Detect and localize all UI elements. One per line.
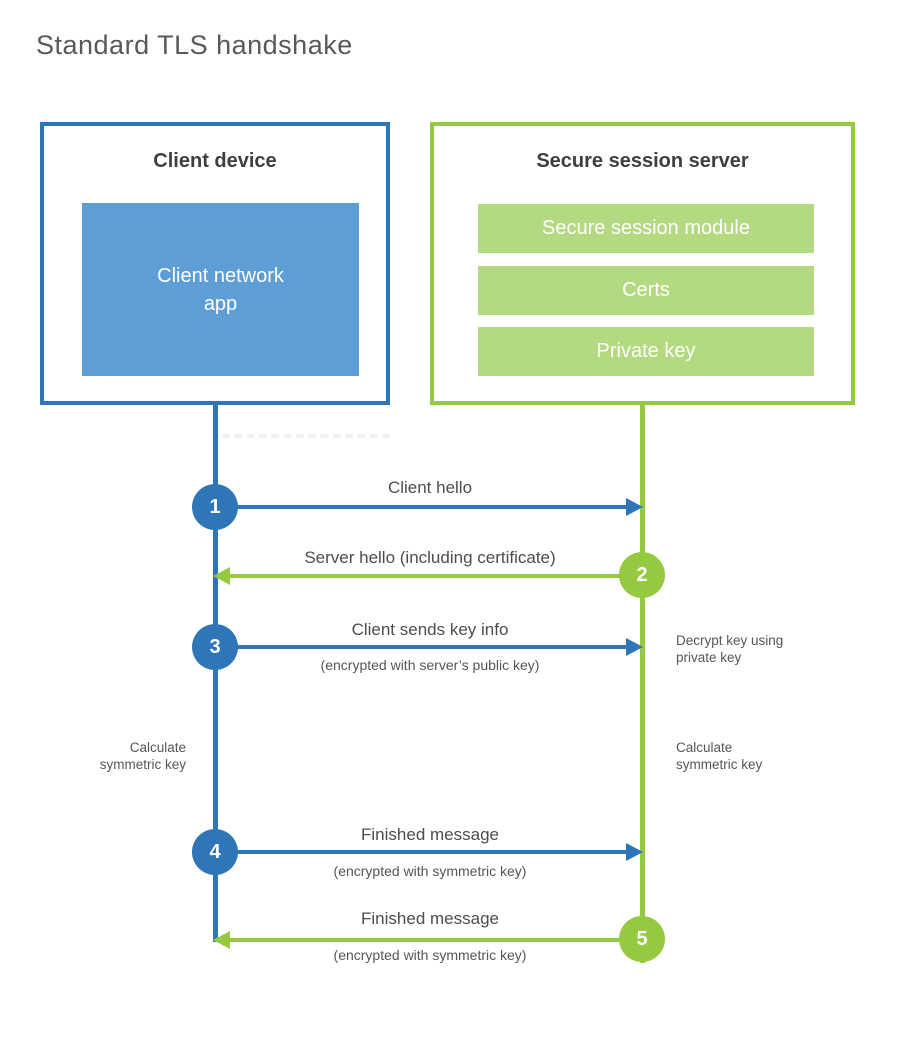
arrowhead-left-icon	[213, 931, 230, 949]
server-module-secure-session: Secure session module	[478, 204, 814, 253]
arrowhead-right-icon	[626, 638, 643, 656]
secure-session-server-box: Secure session server Secure session mod…	[430, 122, 855, 405]
step-number: 2	[636, 563, 648, 586]
faint-dashed-line	[222, 434, 390, 438]
arrow-key-info	[215, 645, 630, 649]
step-circle-4: 4	[192, 829, 238, 875]
step-number: 5	[636, 927, 648, 950]
step-number: 3	[209, 635, 221, 658]
server-lifeline	[640, 405, 645, 963]
client-device-box: Client device Client network app	[40, 122, 390, 405]
message-label-finished-s2c: Finished message	[361, 909, 499, 928]
arrowhead-right-icon	[626, 843, 643, 861]
arrow-finished-c2s	[215, 850, 630, 854]
page-title: Standard TLS handshake	[36, 30, 353, 60]
message-label-client-hello: Client hello	[387, 478, 473, 497]
note-calc-symmetric-right: Calculate symmetric key	[676, 740, 763, 772]
client-device-title: Client device	[153, 150, 277, 172]
server-module-private-key: Private key	[478, 327, 814, 376]
step-circle-2: 2	[619, 552, 665, 598]
arrow-client-hello	[215, 505, 630, 509]
arrowhead-left-icon	[213, 567, 230, 585]
message-label-server-hello: Server hello (including certificate)	[304, 548, 556, 567]
step-number: 1	[209, 495, 221, 518]
secure-session-server-title: Secure session server	[536, 150, 749, 172]
message-label-key-info: Client sends key info	[351, 620, 509, 639]
server-module-certs: Certs	[478, 266, 814, 315]
arrowhead-right-icon	[626, 498, 643, 516]
step-circle-3: 3	[192, 624, 238, 670]
message-sub-finished-s2c: (encrypted with symmetric key)	[333, 947, 527, 963]
client-network-app-box: Client network app	[82, 203, 359, 376]
note-calc-symmetric-left: Calculate symmetric key	[99, 740, 186, 772]
arrow-server-hello	[228, 574, 642, 578]
step-circle-1: 1	[192, 484, 238, 530]
arrow-finished-s2c	[228, 938, 642, 942]
note-decrypt-key: Decrypt key using private key	[676, 633, 784, 665]
message-label-finished-c2s: Finished message	[361, 825, 499, 844]
message-sub-key-info: (encrypted with server’s public key)	[320, 657, 540, 673]
message-sub-finished-c2s: (encrypted with symmetric key)	[333, 863, 527, 879]
step-number: 4	[209, 840, 221, 863]
step-circle-5: 5	[619, 916, 665, 962]
client-lifeline	[213, 405, 218, 942]
